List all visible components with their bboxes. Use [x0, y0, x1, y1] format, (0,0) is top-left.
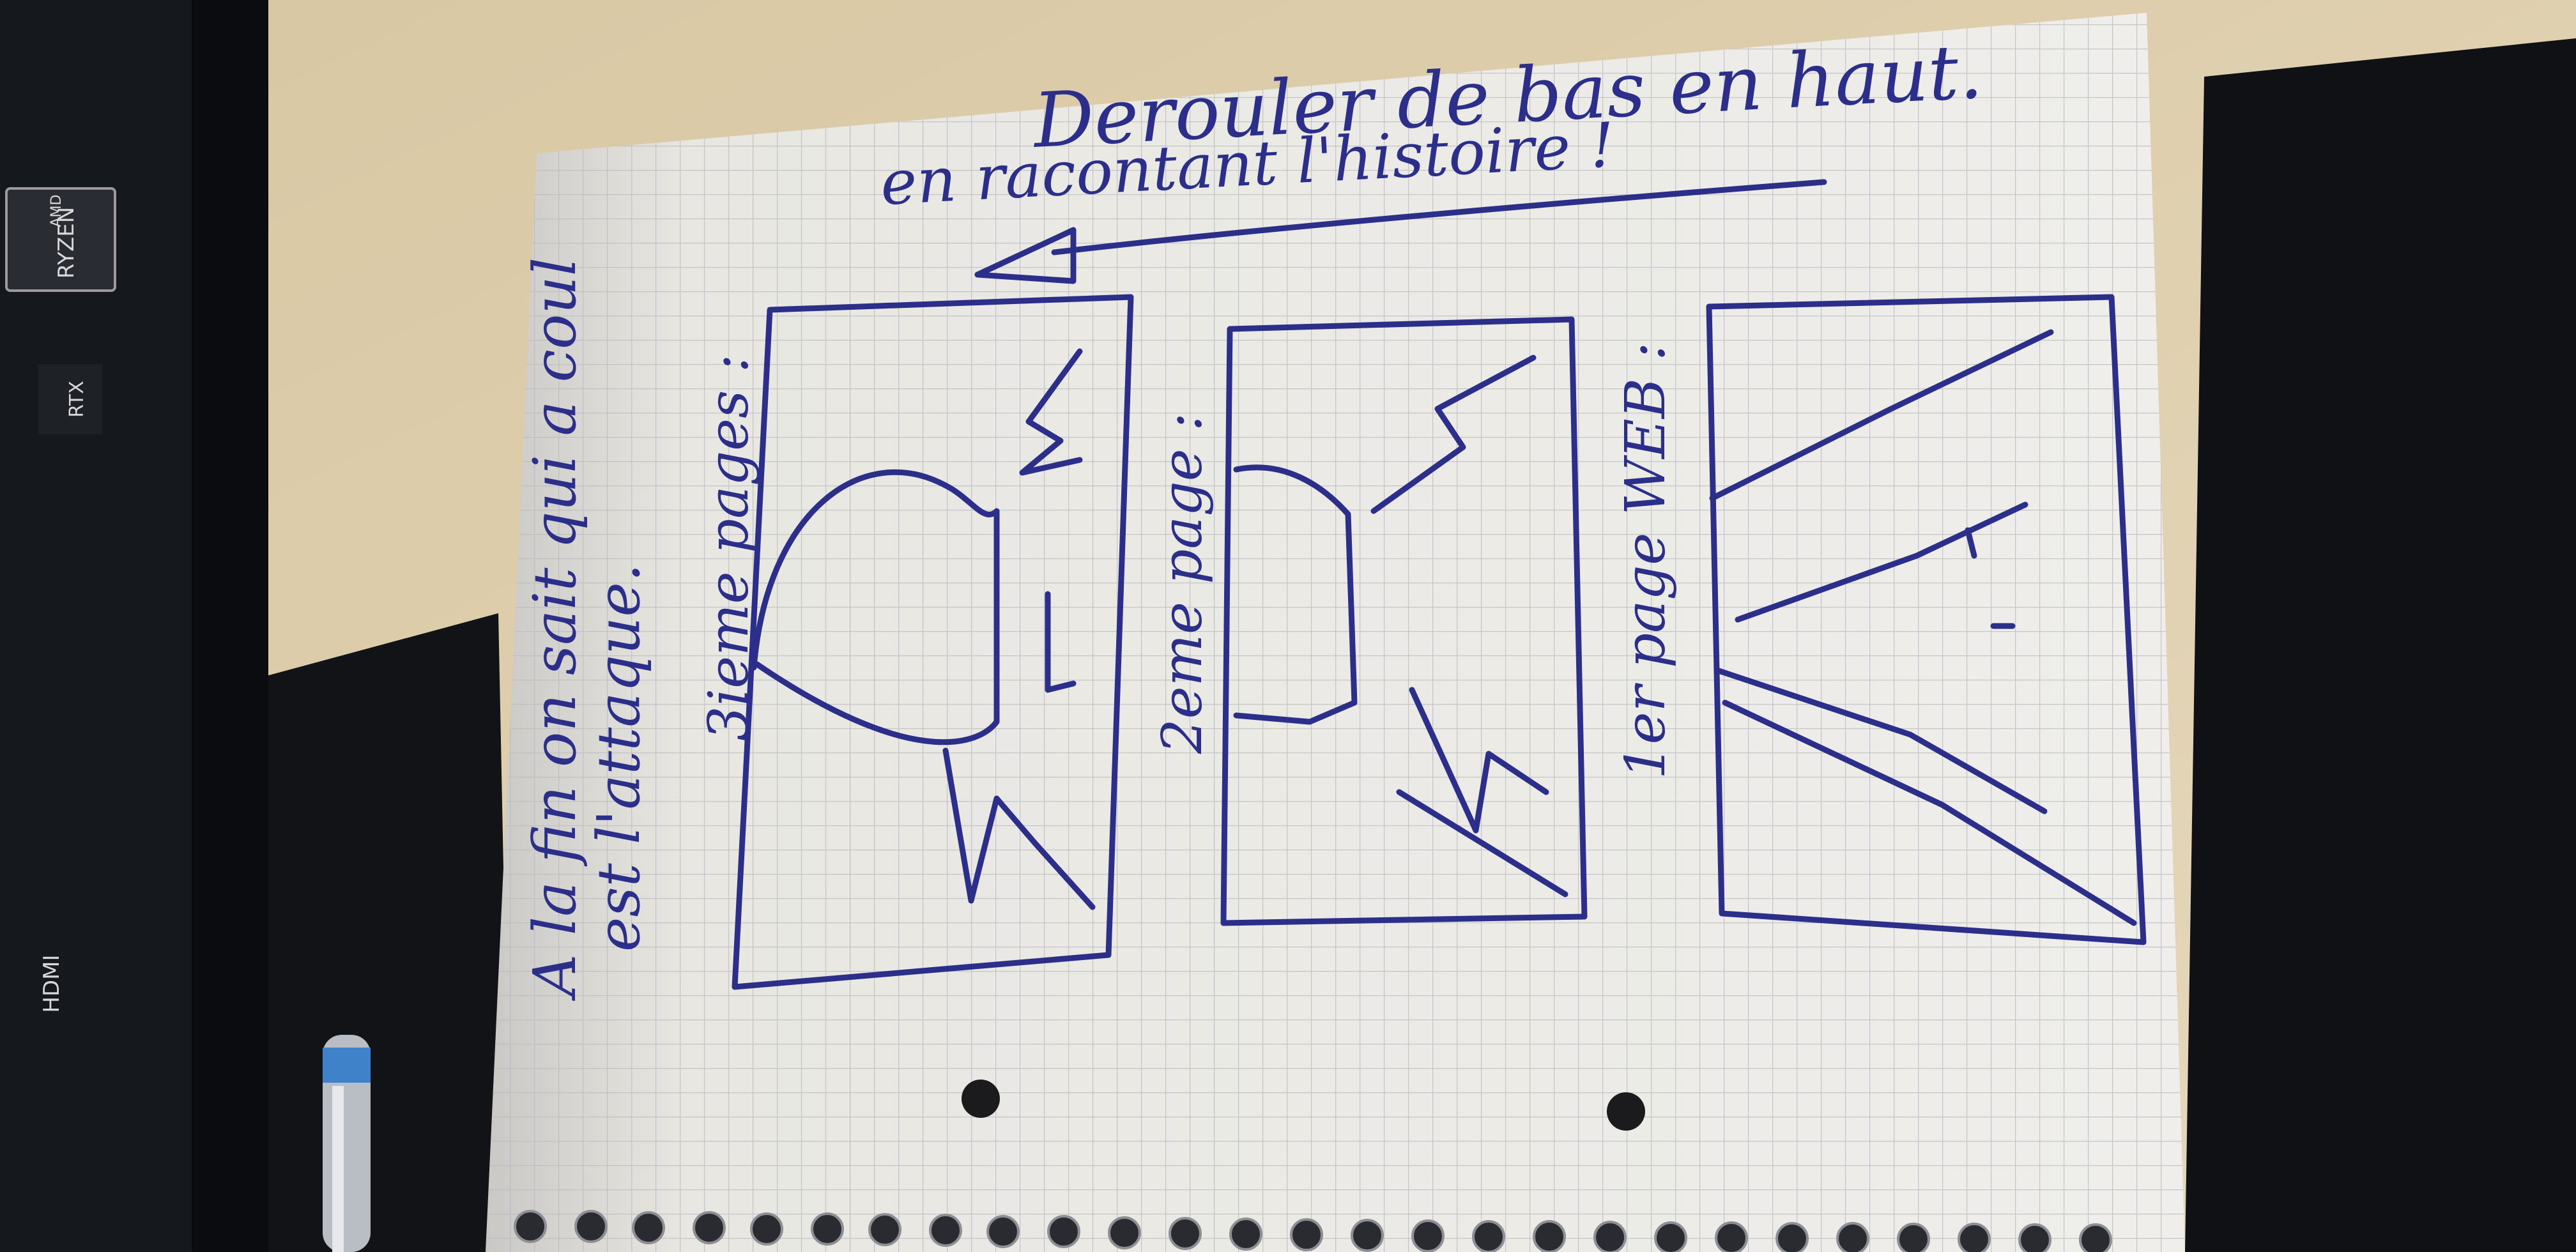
dark-cloth: [256, 613, 511, 1252]
blue-pen: [323, 1035, 371, 1252]
dark-right-background: [2185, 38, 2576, 1252]
storyboard-panel-1: [1706, 294, 2147, 945]
punch-hole: [1607, 1092, 1645, 1131]
handwriting: Derouler de bas en haut. en racontant l'…: [521, 27, 1984, 1002]
punch-hole: [962, 1080, 1000, 1118]
laptop-badge-rtx: RTX: [66, 381, 88, 418]
laptop-badge-amd: AMD: [49, 195, 65, 227]
laptop-badge-hdmi: HDMI: [39, 954, 65, 1012]
direction-arrow: [974, 179, 1827, 284]
page-label-2: 2eme page :: [1151, 413, 1215, 754]
side-note-line-1: A la fin on sait qui a coul: [521, 257, 589, 1002]
side-note-line-2: est l'attaque.: [585, 563, 653, 952]
laptop: AMD RYZEN RTX HDMI: [0, 0, 268, 1252]
page-label-1: 1er page WEB :: [1614, 342, 1678, 779]
laptop-badge-ryzen: RYZEN: [54, 207, 79, 279]
notebook-page: [486, 13, 2185, 1252]
storyboard-panel-3: [732, 294, 1134, 990]
spiral-binding: [514, 1210, 2112, 1252]
storyboard-panel-2: [1220, 316, 1588, 926]
